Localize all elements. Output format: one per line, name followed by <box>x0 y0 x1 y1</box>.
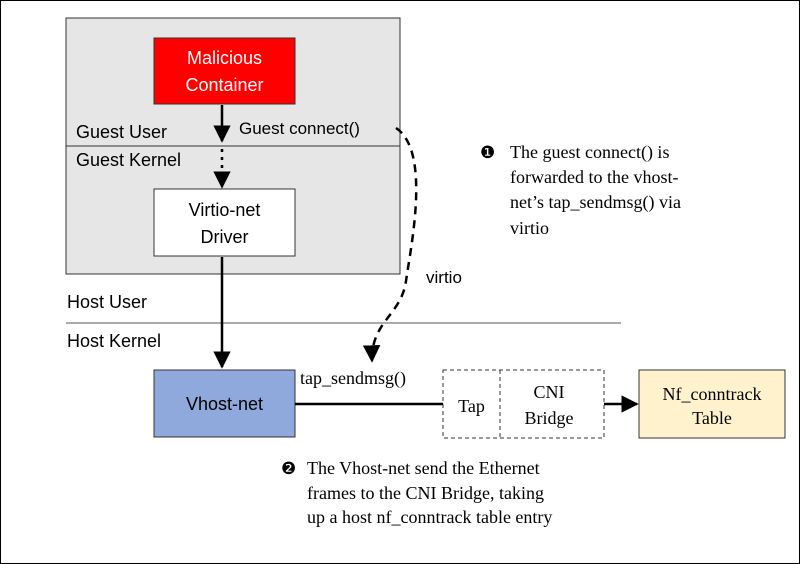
step-1-text-line2: forwarded to the vhost- <box>510 167 678 187</box>
nf-conntrack-table-label-line1: Nf_conntrack <box>663 384 762 404</box>
nf-conntrack-table-label-line2: Table <box>692 408 732 428</box>
host-user-label: Host User <box>67 292 147 312</box>
cni-bridge-label-line2: Bridge <box>525 408 574 428</box>
nf-conntrack-table-box <box>638 369 786 439</box>
virtio-net-driver-label-line2: Driver <box>201 227 249 247</box>
step-1-marker: ❶ <box>480 143 495 162</box>
step-2-marker: ❷ <box>281 459 296 478</box>
guest-user-label: Guest User <box>76 122 167 142</box>
step-1-text-line1: The guest connect() is <box>510 142 669 163</box>
tap-sendmsg-label: tap_sendmsg() <box>300 368 406 389</box>
step-2-text-line2: frames to the CNI Bridge, taking <box>307 483 544 503</box>
malicious-container-box <box>153 37 296 105</box>
step-2-text-line1: The Vhost-net send the Ethernet <box>307 458 540 478</box>
host-kernel-label: Host Kernel <box>67 331 161 351</box>
cni-bridge-label-line1: CNI <box>534 382 565 402</box>
vhost-net-label: Vhost-net <box>186 394 263 414</box>
step-1-text-line3: net’s tap_sendmsg() via <box>510 192 681 213</box>
malicious-container-label-line2: Container <box>185 75 263 95</box>
tap-label: Tap <box>458 396 485 416</box>
guest-kernel-label: Guest Kernel <box>76 150 181 170</box>
step-2-text-line3: up a host nf_conntrack table entry <box>307 507 552 527</box>
virtio-net-driver-label-line1: Virtio-net <box>189 200 261 220</box>
malicious-container-label-line1: Malicious <box>187 48 262 68</box>
vhost-net-box <box>153 369 296 438</box>
guest-connect-label: Guest connect() <box>239 119 360 138</box>
virtio-label: virtio <box>426 268 462 287</box>
virtio-dashed-path <box>362 126 418 363</box>
tap-bridge-box <box>442 369 605 439</box>
virtio-net-driver-box <box>153 188 296 257</box>
step-1-text-line4: virtio <box>510 218 549 238</box>
